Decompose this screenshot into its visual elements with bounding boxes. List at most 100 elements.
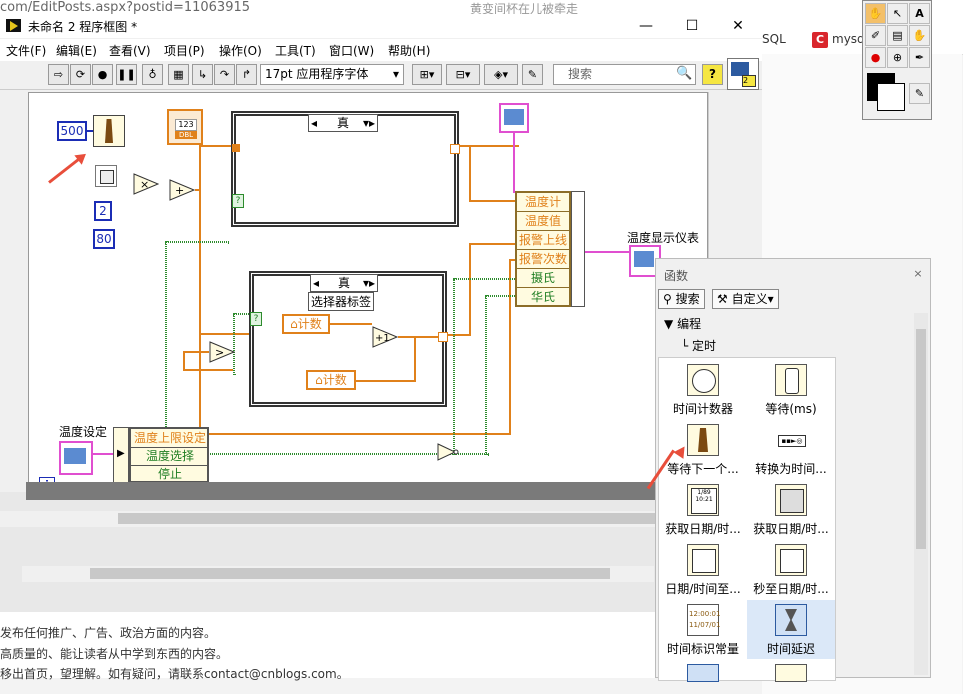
temp-setting-cluster-control[interactable]: [59, 441, 93, 475]
decrement-case-icon[interactable]: ◂: [311, 116, 318, 130]
case-structure-2[interactable]: ◂ 真 ▾▸ 选择器标签 ? ⌂计数 ⌂计数 +1: [249, 271, 448, 407]
bg-horizontal-scrollbar[interactable]: [22, 566, 654, 582]
case-menu-icon[interactable]: ▾▸: [362, 116, 375, 130]
case1-selector[interactable]: ◂ 真 ▾▸: [308, 114, 378, 132]
palette-customize-button[interactable]: ⚒ 自定义▾: [712, 289, 779, 309]
align-icon[interactable]: ⊞▾: [412, 64, 442, 85]
shortcut-menu-tool-icon[interactable]: ▤: [887, 25, 908, 46]
palette-item-seconds-to-date-time[interactable]: 秒至日期/时...: [747, 540, 835, 599]
breakpoint-tool-icon[interactable]: ●: [865, 47, 886, 68]
close-button[interactable]: ✕: [732, 18, 744, 34]
palette-scrollbar[interactable]: [914, 313, 928, 675]
bundle-row-thermometer[interactable]: 温度计: [517, 193, 569, 212]
palette-close-icon[interactable]: ×: [913, 267, 923, 280]
bundle-row-celsius[interactable]: 摄氏: [517, 269, 569, 288]
local-variable-count-1[interactable]: ⌂计数: [282, 314, 330, 334]
retain-wire-icon[interactable]: ▦: [168, 64, 189, 85]
palette-item-wait-next-multiple[interactable]: 等待下一个...: [659, 420, 747, 479]
block-diagram[interactable]: 500 123 DBL 2 80 × +: [28, 92, 708, 493]
menu-project[interactable]: 项目(P): [164, 44, 205, 58]
palette-item-time-stamp-constant[interactable]: 12:00:01 11/07/01 时间标识常量: [659, 600, 747, 659]
connector-pane-icon[interactable]: 2: [727, 58, 759, 90]
random-number-dice-icon[interactable]: [95, 165, 117, 187]
diagram-horizontal-scrollbar[interactable]: [0, 511, 760, 527]
menu-help[interactable]: 帮助(H): [388, 44, 431, 58]
unbundle-row-temp-select[interactable]: 温度选择: [131, 447, 209, 466]
color-copy-tool-icon[interactable]: ✒: [909, 47, 930, 68]
bundle-row-temp-value[interactable]: 温度值: [517, 212, 569, 231]
unbundle-by-name[interactable]: 温度上限设定 温度选择 停止: [129, 427, 209, 483]
highlight-bulb-icon[interactable]: ♁: [142, 64, 163, 85]
color-bg-swatch[interactable]: [877, 83, 905, 111]
positioning-tool-icon[interactable]: ↖: [887, 3, 908, 24]
bundle-row-alarm-count[interactable]: 报警次数: [517, 250, 569, 269]
case-menu-icon[interactable]: ▾▸: [362, 276, 375, 290]
increment-node[interactable]: +1: [372, 326, 398, 348]
palette-item-time-delay[interactable]: 时间延迟: [747, 600, 835, 659]
palette-item-tick-count[interactable]: 时间计数器: [659, 360, 747, 419]
run-arrow-icon[interactable]: ⇨: [48, 64, 69, 85]
case2-selector[interactable]: ◂ 真 ▾▸: [310, 274, 378, 292]
add-constant[interactable]: 80: [93, 229, 115, 249]
selector-label[interactable]: 选择器标签: [308, 292, 375, 311]
unbundle-row-temp-limit[interactable]: 温度上限设定: [131, 429, 209, 448]
pause-icon[interactable]: ❚❚: [116, 64, 137, 85]
probe-tool-icon[interactable]: ⊕: [887, 47, 908, 68]
not-node[interactable]: [437, 443, 459, 461]
search-input[interactable]: 搜索: [553, 64, 696, 85]
context-help-button[interactable]: ?: [702, 64, 723, 85]
coloring-tool-icon[interactable]: ✎: [909, 83, 930, 104]
palette-item-elapsed-time[interactable]: [659, 660, 747, 682]
add-node[interactable]: +: [169, 179, 195, 201]
palette-search-button[interactable]: ⚲ 搜索: [658, 289, 705, 309]
multiply-constant[interactable]: 2: [94, 201, 112, 221]
minimize-button[interactable]: —: [639, 18, 653, 34]
menu-file[interactable]: 文件(F): [6, 44, 47, 58]
menu-tools[interactable]: 工具(T): [275, 44, 316, 58]
step-out-icon[interactable]: ↱: [236, 64, 257, 85]
run-continuous-icon[interactable]: ⟳: [70, 64, 91, 85]
bundle-row-fahrenheit[interactable]: 华氏: [530, 290, 555, 304]
palette-item-get-date-time-seconds[interactable]: 获取日期/时...: [747, 480, 835, 539]
reorder-icon[interactable]: ◈▾: [484, 64, 518, 85]
palette-category[interactable]: ▼ 编程: [664, 315, 701, 332]
font-select[interactable]: 17pt 应用程序字体 ▾: [260, 64, 404, 85]
labeling-tool-icon[interactable]: A: [909, 3, 930, 24]
unbundle-row-stop[interactable]: 停止: [157, 467, 182, 481]
multiply-node[interactable]: ×: [133, 173, 159, 195]
thermometer-cluster-icon[interactable]: [499, 103, 529, 133]
palette-subcategory[interactable]: └ 定时: [681, 339, 717, 353]
search-icon[interactable]: 🔍: [676, 66, 693, 81]
case-structure-1[interactable]: ◂ 真 ▾▸ ?: [231, 111, 460, 227]
wait-ms-constant[interactable]: 500: [57, 121, 87, 141]
wiring-tool-icon[interactable]: ✐: [865, 25, 886, 46]
palette-item-date-time-to-seconds[interactable]: 日期/时间至...: [659, 540, 747, 599]
step-into-icon[interactable]: ↳: [192, 64, 213, 85]
menu-edit[interactable]: 编辑(E): [56, 44, 97, 58]
menu-view[interactable]: 查看(V): [109, 44, 151, 58]
greater-than-node[interactable]: >: [209, 341, 235, 363]
auto-tool-icon[interactable]: ✋: [865, 3, 886, 24]
case2-selector-terminal[interactable]: ?: [250, 312, 262, 326]
decrement-case-icon[interactable]: ◂: [313, 276, 320, 290]
counter-shift-indicator[interactable]: 123 DBL: [167, 109, 203, 145]
maximize-button[interactable]: ☐: [685, 18, 699, 34]
distribute-icon[interactable]: ⊟▾: [446, 64, 480, 85]
case1-selector-terminal[interactable]: ?: [232, 194, 244, 208]
wait-next-multiple-icon[interactable]: [93, 115, 125, 147]
step-over-icon[interactable]: ↷: [214, 64, 235, 85]
palette-item-to-time-stamp[interactable]: ▪▪►◎ 转换为时间...: [747, 420, 835, 479]
menu-window[interactable]: 窗口(W): [329, 44, 375, 58]
bundle-row-alarm-limit[interactable]: 报警上线: [517, 231, 569, 250]
local-variable-count-2[interactable]: ⌂计数: [306, 370, 356, 390]
scroll-tool-icon[interactable]: ✋: [909, 25, 930, 46]
bookmark-mysql[interactable]: mysq: [832, 32, 865, 46]
cleanup-icon[interactable]: ✎: [522, 64, 543, 85]
menu-operate[interactable]: 操作(O): [219, 44, 262, 58]
bundle-by-name[interactable]: 温度计 温度值 报警上线 报警次数 摄氏 华氏: [515, 191, 571, 307]
palette-item-format-date[interactable]: [747, 660, 835, 682]
bookmark-sql[interactable]: SQL: [762, 32, 786, 46]
palette-item-wait-ms[interactable]: 等待(ms): [747, 360, 835, 419]
abort-icon[interactable]: ●: [92, 64, 113, 85]
